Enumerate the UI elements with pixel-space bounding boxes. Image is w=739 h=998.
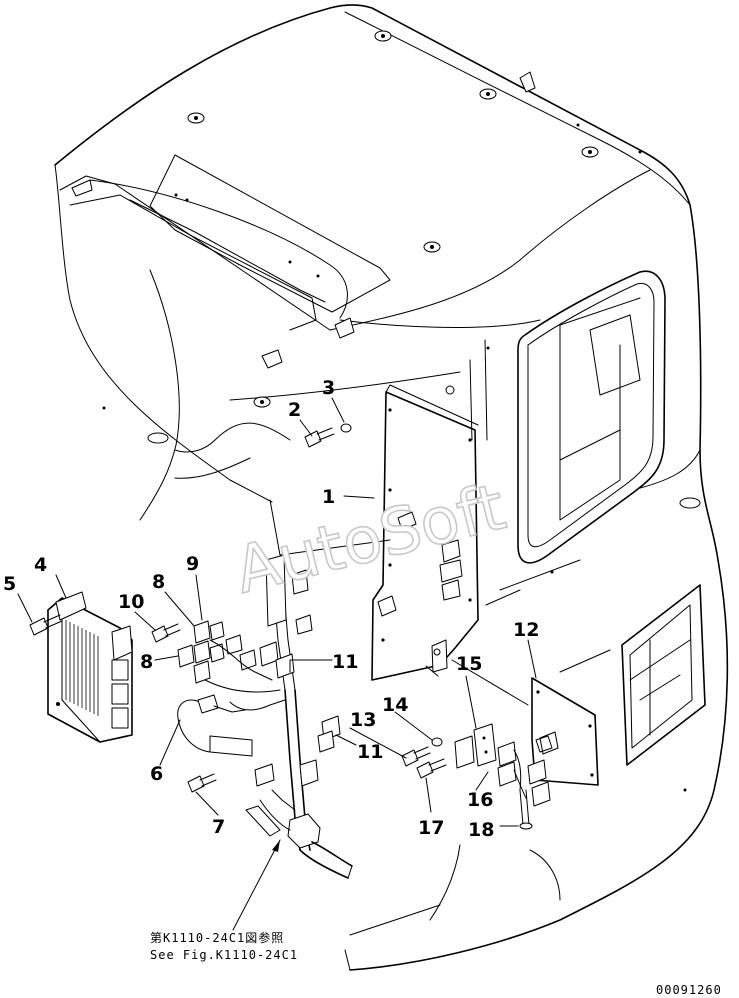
callout-12: 12 [513,619,539,641]
relay-group-right [454,723,553,830]
reference-note-japanese: 第K1110-24C1図参照 [150,930,284,945]
bolts [29,423,447,793]
callout-9: 9 [186,553,199,575]
watermark: AutoSoft [228,470,513,608]
mounting-plate [371,339,488,681]
callout-3: 3 [322,377,335,399]
callout-10: 10 [118,591,144,613]
callout-15: 15 [456,653,482,675]
callout-11-upper: 11 [332,651,358,673]
callout-14: 14 [382,694,408,716]
callout-11-lower: 11 [357,741,383,763]
callout-16: 16 [467,789,493,811]
callout-7: 7 [212,816,225,838]
side-window [517,270,666,564]
lower-side-opening [621,584,706,766]
cab-body [54,4,729,971]
leader-lines [17,397,611,931]
callout-6: 6 [150,763,163,785]
callout-4: 4 [34,554,47,576]
callout-18: 18 [468,819,494,841]
callout-17: 17 [418,817,444,839]
callout-13: 13 [350,709,376,731]
drawing-number: 00091260 [656,983,722,997]
reference-note: 第K1110-24C1図参照 See Fig.K1110-24C1 [150,930,298,962]
callout-8-upper: 8 [152,571,165,593]
controller-unit [47,591,133,743]
callout-2: 2 [288,399,301,421]
callout-5: 5 [3,573,16,595]
reference-note-english: See Fig.K1110-24C1 [150,948,298,962]
wiring-harness [177,554,353,879]
callout-8-lower: 8 [140,651,153,673]
callout-1: 1 [322,486,335,508]
callout-numbers: 1 2 3 4 5 6 7 8 8 9 10 11 11 12 13 14 15… [3,377,539,841]
